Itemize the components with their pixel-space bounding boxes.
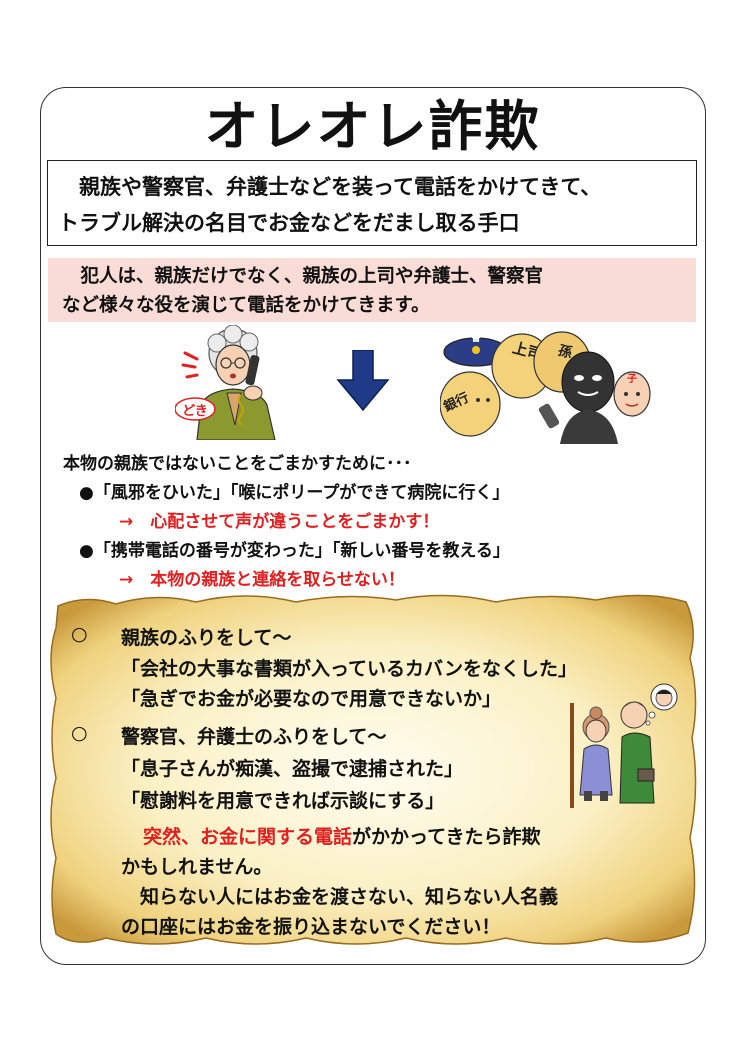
trick-text-1: 「風邪をひいた」「喉にポリープができて病院に行く」 <box>93 483 510 503</box>
warning-line-1: 突然、お金に関する電話がかかってきたら詐欺 <box>121 822 541 849</box>
warning-line-4: の口座にはお金を振り込まないでください！ <box>121 916 501 938</box>
doki-bubble: どき <box>175 397 216 421</box>
page-title: オレオレ詐欺 <box>204 95 541 158</box>
section-2-mark: ○ <box>71 722 88 744</box>
note-box: 犯人は、親族だけでなく、親族の上司や弁護士、警察官 など様々な役を演じて電話をか… <box>48 258 696 322</box>
mask-label-police: 警 <box>471 332 480 344</box>
mask-label-child: 子 <box>627 373 637 385</box>
tricks-intro: 本物の親族ではないことをごまかすために･･･ <box>63 454 412 474</box>
mask-label-grandchild: 孫 <box>556 342 574 362</box>
down-arrow-icon <box>336 350 390 412</box>
trick-item-2: ●「携帯電話の番号が変わった」「新しい番号を教える」 <box>63 537 510 566</box>
note-line-1: 犯人は、親族だけでなく、親族の上司や弁護士、警察官 <box>62 266 544 287</box>
definition-line-2: トラブル解決の名目でお金などをだまし取る手口 <box>58 211 520 235</box>
doki-text: どき <box>182 404 208 419</box>
section-1-quote-1: 「会社の大事な書類が入っているカバンをなくした」 <box>121 658 578 680</box>
doorstep-visitor-illustration <box>570 683 678 808</box>
trick-text-2: 「携帯電話の番号が変わった」「新しい番号を教える」 <box>93 541 510 561</box>
trick-result-1: → 心配させて声が違うことをごまかす！ <box>119 512 440 532</box>
warning-line-2: かもしれません。 <box>121 856 273 878</box>
bullet-icon: ● <box>79 541 94 561</box>
section-2-quote-2: 「慰謝料を用意できれば示談にする」 <box>121 790 445 812</box>
section-1-quote-2: 「急ぎでお金が必要なので用意できないか」 <box>121 688 502 710</box>
elderly-woman-on-phone-illustration: どき <box>175 325 276 440</box>
trick-item-1: ●「風邪をひいた」「喉にポリープができて病院に行く」 <box>63 479 510 508</box>
parchment-background <box>50 594 697 945</box>
warning-highlight: 突然、お金に関する電話 <box>143 826 353 848</box>
section-1-heading: 親族のふりをして～ <box>121 627 292 649</box>
warning-line-3: 知らない人にはお金を渡さない、知らない人名義 <box>121 886 559 908</box>
warning-rest: がかかってきたら詐欺 <box>352 826 541 848</box>
trick-result-2: → 本物の親族と連絡を取らせない！ <box>119 570 405 590</box>
bullet-icon: ● <box>79 483 94 503</box>
definition-box: 親族や警察官、弁護士などを装って電話をかけてきて、 トラブル解決の名目でお金など… <box>47 160 697 246</box>
disguise-masks-illustration: 警 上司 孫 銀行 子 <box>440 331 651 444</box>
definition-line-1: 親族や警察官、弁護士などを装って電話をかけてきて、 <box>58 175 602 199</box>
note-line-2: など様々な役を演じて電話をかけてきます。 <box>62 295 430 316</box>
shock-lines-icon <box>181 351 199 379</box>
section-2-quote-1: 「息子さんが痴漢、盗撮で逮捕された」 <box>121 758 464 780</box>
section-1-mark: ○ <box>71 623 88 645</box>
tricks-section: 本物の親族ではないことをごまかすために･･･ ●「風邪をひいた」「喉にポリープが… <box>63 450 510 595</box>
section-2-heading: 警察官、弁護士のふりをして～ <box>121 726 387 748</box>
